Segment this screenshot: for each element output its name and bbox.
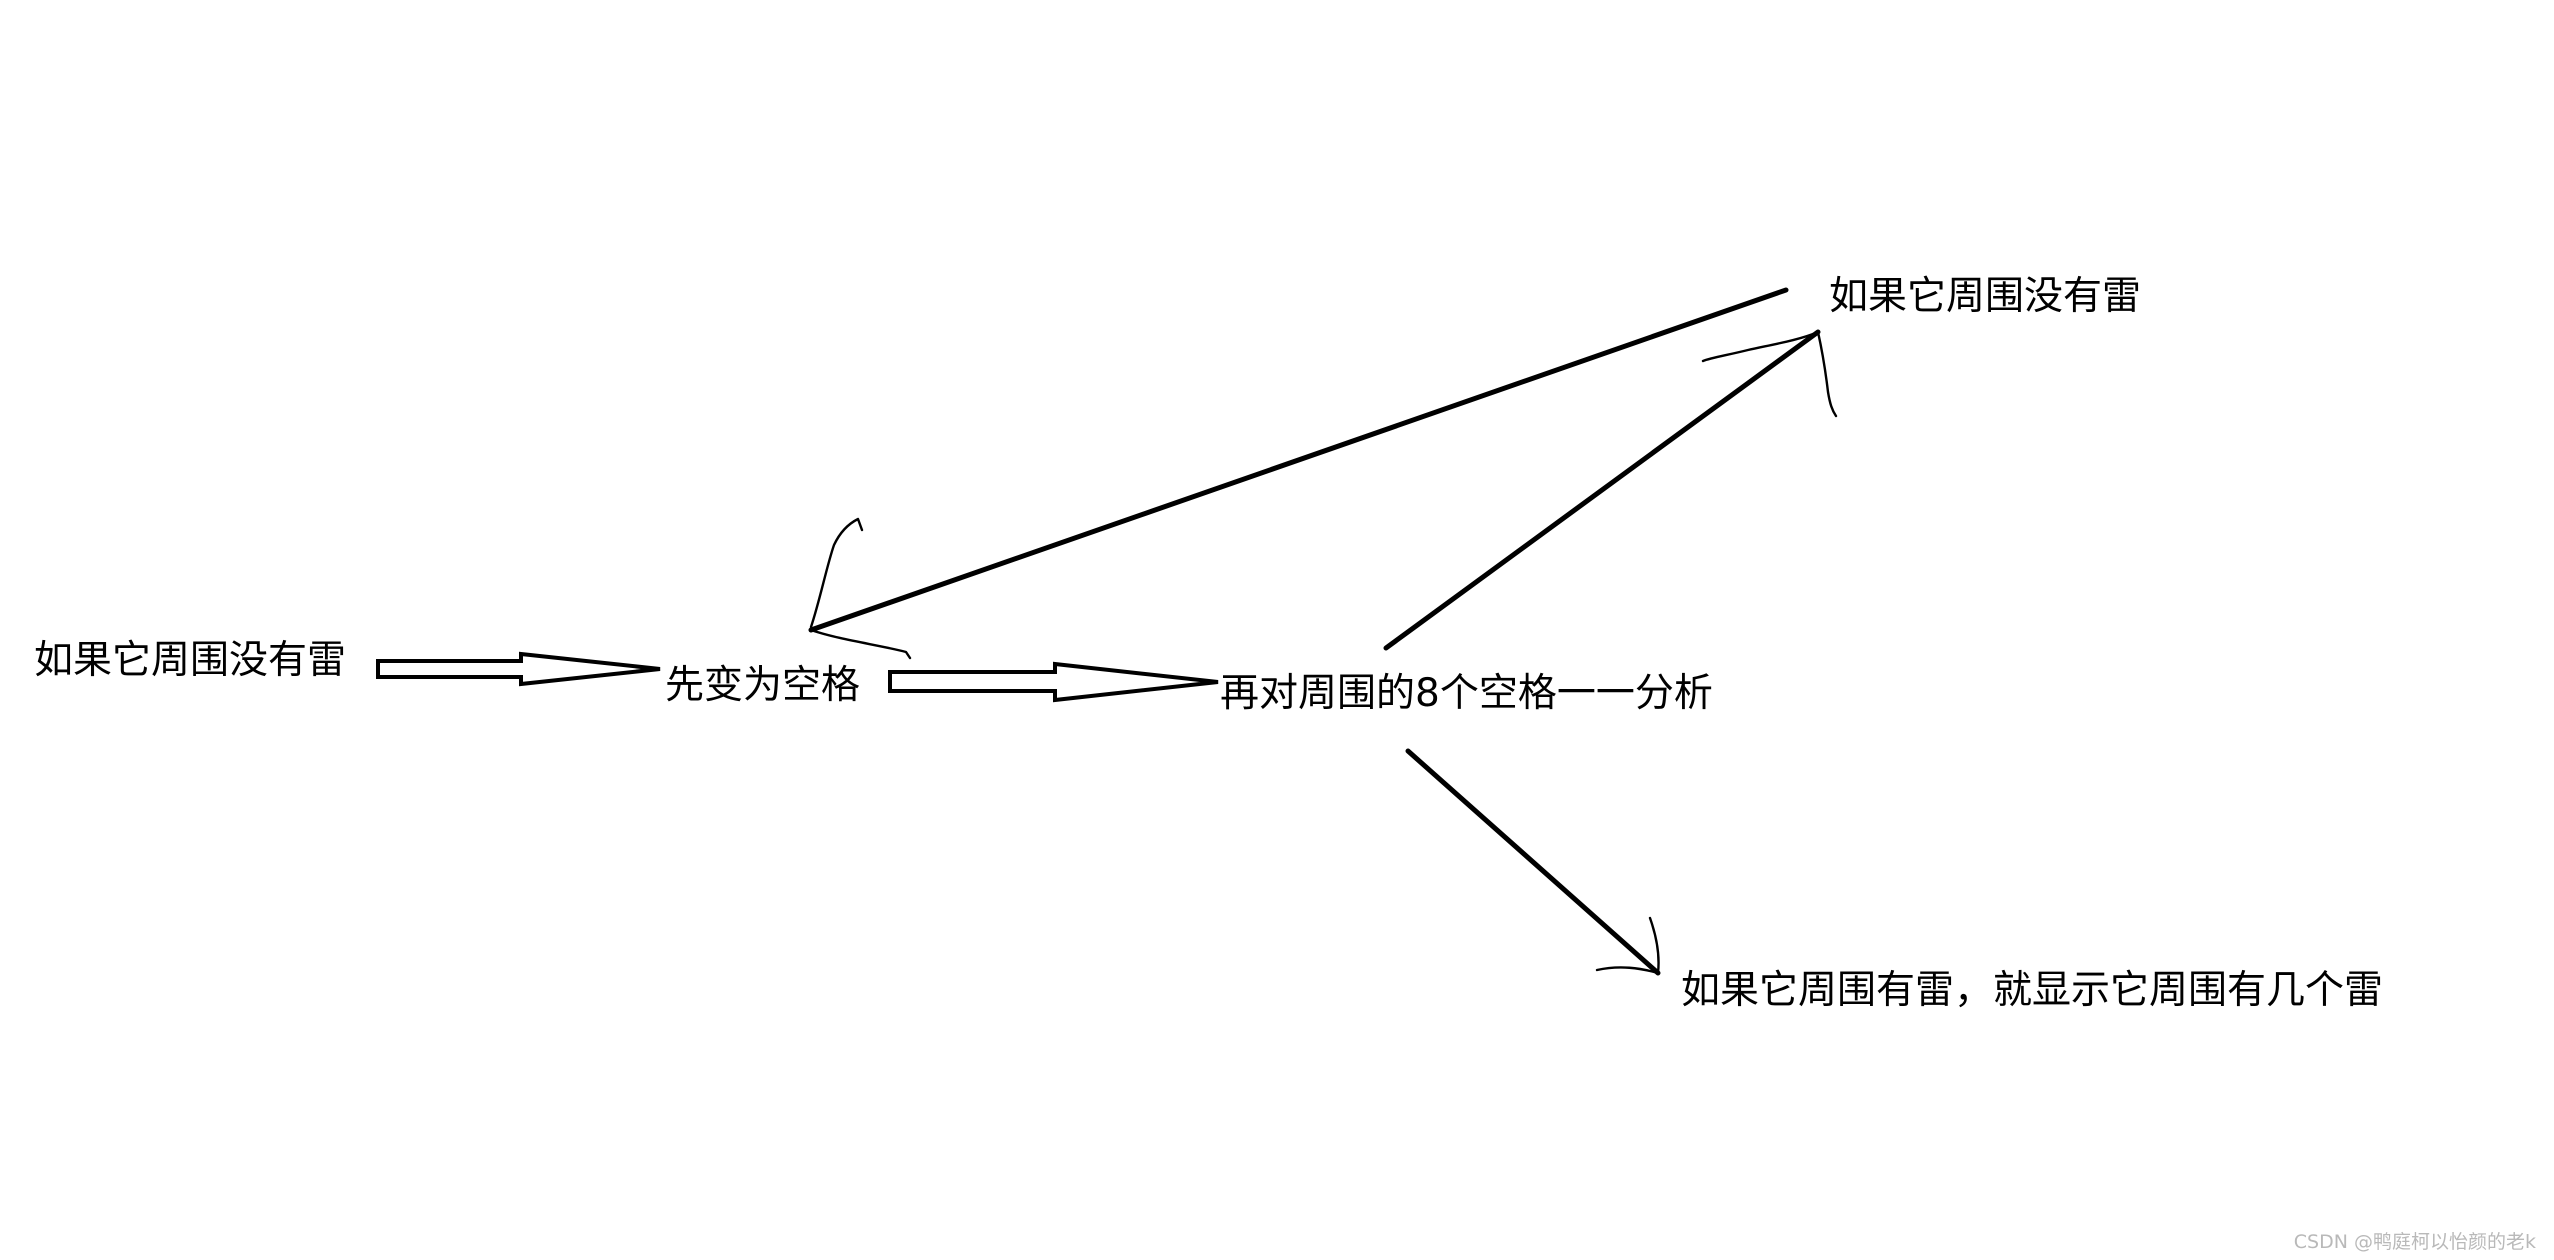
block-arrow-start-to-space: [376, 651, 661, 687]
node-no-mine: 如果它周围没有雷: [1829, 274, 2141, 319]
block-arrow-space-to-analyze: [888, 661, 1219, 703]
loop-line-no-mine-to-space: [808, 287, 1789, 633]
node-start: 如果它周围没有雷: [34, 638, 346, 683]
watermark: CSDN @鸭庭柯以怡颜的老k: [2294, 1231, 2536, 1253]
node-analyze: 再对周围的8个空格一一分析: [1220, 671, 1713, 716]
line-analyze-to-no-mine: [1383, 329, 1821, 651]
has-mine-arrowhead-scribble: [1595, 916, 1660, 975]
line-analyze-to-has-mine: [1405, 748, 1661, 976]
loop-arrowhead-scribble: [809, 517, 912, 660]
no-mine-arrowhead-scribble: [1701, 330, 1838, 418]
node-has-mine: 如果它周围有雷，就显示它周围有几个雷: [1681, 968, 2383, 1013]
node-to-space: 先变为空格: [665, 663, 860, 708]
